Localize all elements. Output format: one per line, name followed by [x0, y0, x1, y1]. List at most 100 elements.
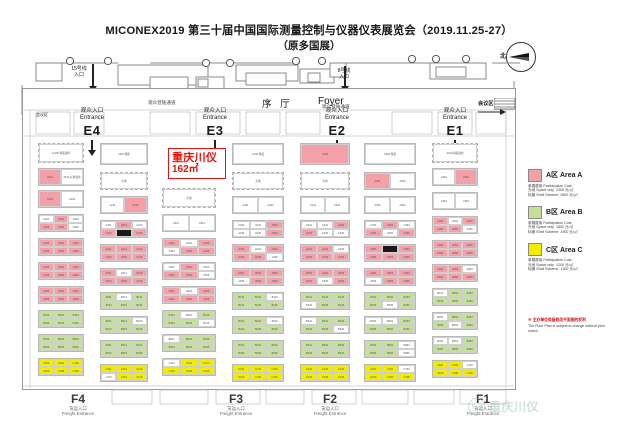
booth-cell[interactable]: B152: [381, 293, 399, 301]
booth-cell[interactable]: C133: [266, 365, 283, 373]
booth-cell[interactable]: A445: [317, 253, 333, 261]
booth-block[interactable]: A160 特装展位: [432, 143, 478, 163]
booth-cell[interactable]: A424: [163, 247, 181, 255]
booth-cell[interactable]: A666: [462, 273, 477, 281]
booth-cell[interactable]: B246: [333, 325, 349, 333]
booth-cell[interactable]: A201: [39, 215, 54, 223]
booth-cell[interactable]: A252: [390, 173, 415, 189]
booth-cell[interactable]: B105: [53, 319, 69, 327]
booth-cell[interactable]: A313: [131, 221, 147, 229]
booth-cell[interactable]: A431: [233, 245, 250, 253]
booth-cell[interactable]: A411: [101, 245, 117, 253]
booth-cell[interactable]: A561: [433, 241, 448, 249]
booth-cell[interactable]: C142: [317, 365, 333, 373]
booth-cell[interactable]: A261: [433, 169, 455, 185]
booth-cell[interactable]: A341: [301, 221, 317, 229]
booth-cell[interactable]: B256: [398, 325, 415, 333]
highlight-callout-chuanyi[interactable]: 重庆川仪 162㎡: [168, 148, 226, 179]
booth-cell[interactable]: A212: [124, 197, 147, 213]
booth-cell[interactable]: A405: [53, 271, 69, 279]
booth-cell[interactable]: B365: [447, 345, 463, 353]
booth-cell[interactable]: A402: [53, 263, 69, 271]
booth-cell[interactable]: 光地: [163, 189, 215, 207]
booth-cell[interactable]: A661: [433, 265, 448, 273]
booth-cell[interactable]: A466: [462, 225, 477, 233]
booth-cell[interactable]: B312: [116, 341, 132, 349]
booth-cell[interactable]: C136: [266, 373, 283, 381]
booth-cell[interactable]: B114: [101, 301, 117, 309]
booth-cell[interactable]: B364: [433, 345, 448, 353]
booth-cell[interactable]: B161: [433, 289, 448, 297]
booth-cell[interactable]: A442: [317, 245, 333, 253]
booth-cell[interactable]: B345: [317, 349, 333, 357]
booth-cell[interactable]: C114: [101, 373, 117, 381]
booth-cell[interactable]: C153: [398, 365, 415, 373]
booth-cell[interactable]: A563: [462, 241, 477, 249]
booth-cell[interactable]: B115: [116, 301, 132, 309]
booth-cell[interactable]: A542: [317, 269, 333, 277]
booth-cell[interactable]: A103: [39, 191, 61, 207]
booth-cell[interactable]: A452: [381, 221, 399, 229]
booth-cell[interactable]: A413: [131, 245, 147, 253]
booth-cell[interactable]: B226: [197, 343, 215, 351]
booth-cell[interactable]: A331: [233, 221, 250, 229]
booth-cell[interactable]: A554: [365, 253, 382, 261]
booth-cell[interactable]: A416: [131, 253, 147, 261]
booth-cell[interactable]: B361: [433, 337, 448, 345]
booth-cell[interactable]: C116: [131, 373, 147, 381]
booth-cell[interactable]: B121: [163, 311, 181, 319]
booth-cell[interactable]: B215: [116, 325, 132, 333]
booth-cell[interactable]: A211: [101, 197, 124, 213]
booth-cell[interactable]: C121: [163, 359, 181, 367]
booth-cell[interactable]: B235: [249, 325, 267, 333]
booth-cell[interactable]: B206: [68, 343, 83, 351]
booth-cell[interactable]: C111: [101, 365, 117, 373]
booth-cell[interactable]: B133: [266, 293, 283, 301]
booth-cell[interactable]: A655: [381, 277, 399, 285]
booth-cell[interactable]: A461: [433, 217, 448, 225]
booth-cell[interactable]: A454: [365, 229, 382, 237]
booth-cell[interactable]: C102: [53, 359, 69, 367]
booth-cell[interactable]: A622: [180, 287, 198, 295]
booth-cell[interactable]: A336: [266, 229, 283, 237]
booth-cell[interactable]: B145: [317, 301, 333, 309]
booth-cell[interactable]: B123: [197, 311, 215, 319]
booth-cell[interactable]: B163: [462, 289, 477, 297]
booth-cell[interactable]: A516: [131, 277, 147, 285]
booth-cell[interactable]: B122: [180, 311, 198, 319]
booth-cell[interactable]: B333: [266, 341, 283, 349]
booth-cell[interactable]: A231: [233, 197, 258, 213]
booth-cell[interactable]: B225: [180, 343, 198, 351]
booth-cell[interactable]: B125: [180, 319, 198, 327]
booth-cell[interactable]: A503: [68, 287, 83, 295]
booth-cell[interactable]: A505: [53, 295, 69, 303]
booth-cell[interactable]: A521: [163, 263, 181, 271]
booth-cell[interactable]: A432: [249, 245, 267, 253]
booth-cell[interactable]: 光地: [301, 173, 349, 189]
booth-cell[interactable]: B233: [266, 317, 283, 325]
booth-cell[interactable]: B116: [131, 301, 147, 309]
booth-cell[interactable]: B135: [249, 301, 267, 309]
booth-cell[interactable]: B313: [131, 341, 147, 349]
booth-cell[interactable]: A361: [433, 193, 455, 209]
booth-cell[interactable]: C113: [131, 365, 147, 373]
booth-cell[interactable]: A441: [301, 245, 317, 253]
booth-cell[interactable]: B103: [68, 311, 83, 319]
booth-cell[interactable]: B146: [333, 301, 349, 309]
